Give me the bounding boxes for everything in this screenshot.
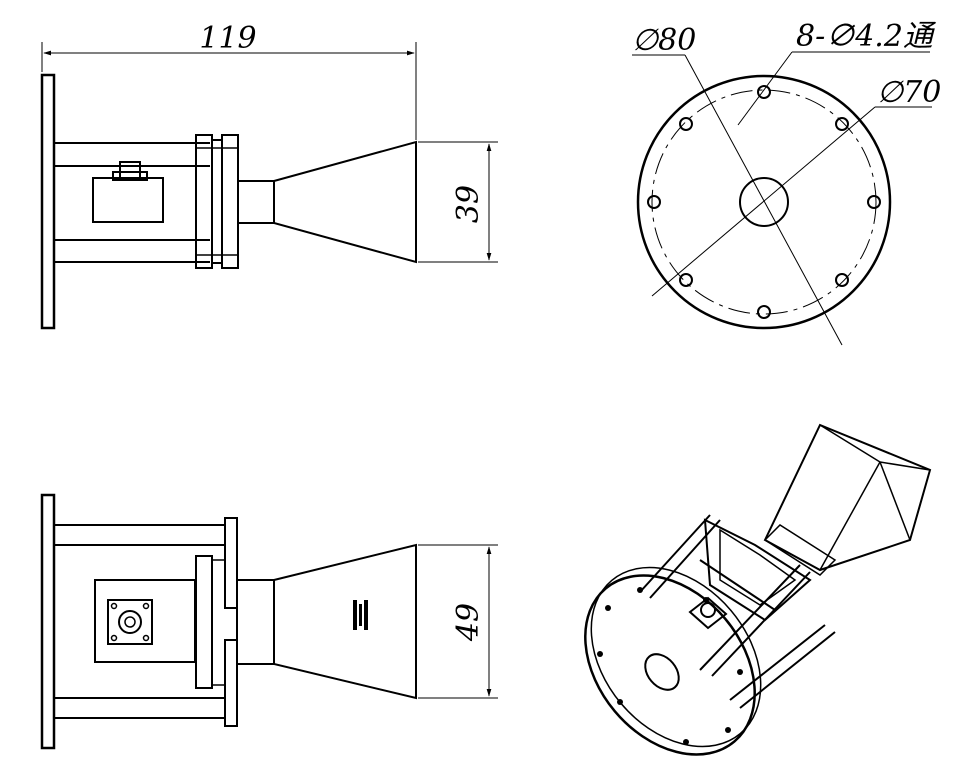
holes-label: 8-∅4.2通 xyxy=(796,19,937,54)
horn-label-mark xyxy=(353,600,368,630)
side-elevation-view: 119 39 xyxy=(40,21,498,330)
flange-end-view: ∅80 ∅70 8-∅4.2通 xyxy=(632,19,941,346)
dimension-119-label: 119 xyxy=(199,21,256,56)
diameter-80-label: ∅80 xyxy=(632,23,696,58)
bottom-plan-view: 49 xyxy=(40,493,498,750)
dimension-49-label: 49 xyxy=(451,603,486,642)
isometric-view xyxy=(584,423,932,756)
diameter-70-label: ∅70 xyxy=(877,75,941,110)
dimension-39-label: 39 xyxy=(451,185,486,223)
